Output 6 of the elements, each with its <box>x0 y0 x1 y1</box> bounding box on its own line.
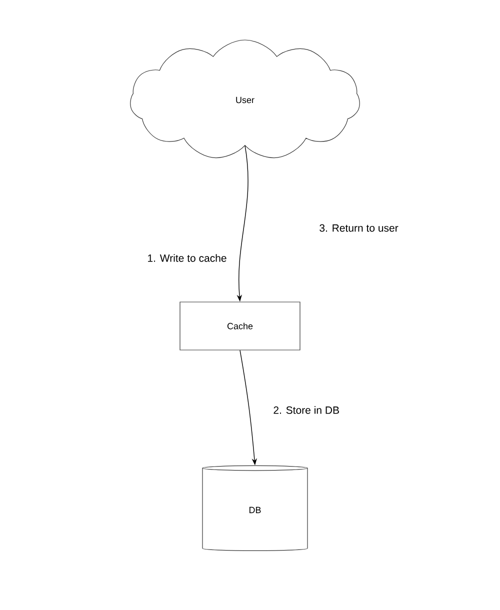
process-box: Cache <box>180 302 300 350</box>
step-label: 3. Return to user <box>320 224 398 232</box>
edge-label: 2. Store in DB <box>272 405 341 415</box>
edge-label: 1. Write to cache <box>146 253 228 263</box>
cloud: User <box>130 40 360 158</box>
database-cylinder: DB <box>202 465 308 552</box>
